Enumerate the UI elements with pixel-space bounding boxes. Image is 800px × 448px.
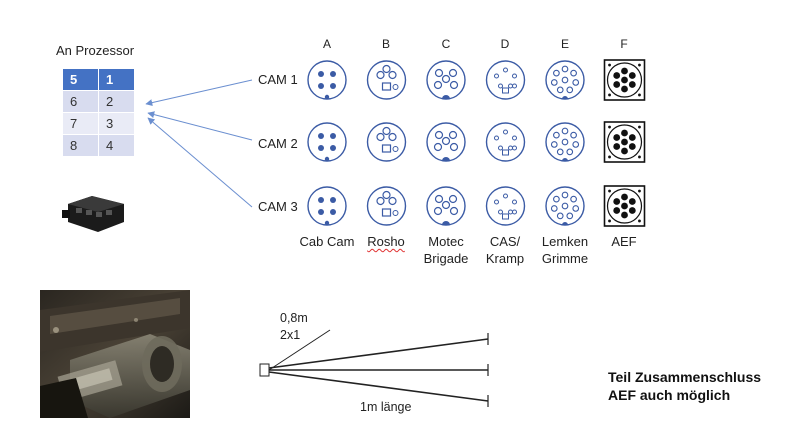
connector-label: Rosho xyxy=(351,233,421,250)
column-header: A xyxy=(322,37,331,51)
rosho-connector-icon xyxy=(366,186,407,226)
connector-label: Lemken Grimme xyxy=(530,233,600,267)
cable-branch-bottom xyxy=(268,371,489,402)
connector-label-line: CAS/ xyxy=(489,234,521,249)
pin-row: 8 4 xyxy=(63,135,134,156)
connector-label-line: Cab Cam xyxy=(299,234,355,249)
cam3-arrow xyxy=(147,117,253,208)
note-line: Teil Zusammenschluss xyxy=(608,369,762,385)
connector-label-line: Motec xyxy=(428,234,464,249)
cable-count: 2x1 xyxy=(280,328,301,342)
connector-label: Cab Cam xyxy=(292,233,362,250)
pin-cell: 5 xyxy=(63,69,98,90)
connector-label: CAS/ Kramp xyxy=(470,233,540,267)
cable-plug-icon xyxy=(259,363,270,377)
pin-cell: 6 xyxy=(63,91,98,112)
cam-label: CAM 2 xyxy=(258,136,298,151)
cas-connector-icon xyxy=(485,186,526,226)
pin-cell: 7 xyxy=(63,113,98,134)
column-header: D xyxy=(500,37,510,51)
lemken-connector-icon xyxy=(545,122,585,162)
aef-connector-icon xyxy=(603,59,646,101)
connector-label-line: Lemken xyxy=(541,234,589,249)
processor-pin-table: 5 1 6 2 7 3 8 4 xyxy=(62,68,135,157)
pin-cell: 8 xyxy=(63,135,98,156)
cam2-arrow xyxy=(147,111,253,141)
column-header: F xyxy=(620,37,628,51)
pin-cell: 3 xyxy=(99,113,134,134)
cam-label: CAM 3 xyxy=(258,199,298,214)
processor-plug-icon xyxy=(62,196,124,232)
cas-connector-icon xyxy=(485,60,526,100)
connector-grid xyxy=(307,59,646,227)
connector-label: AEF xyxy=(589,233,659,250)
pin-cell: 2 xyxy=(99,91,134,112)
pin-row: 6 2 xyxy=(63,91,134,112)
cas-connector-icon xyxy=(485,122,526,162)
note-text: Teil Zusammenschluss AEF auch möglich xyxy=(608,368,761,404)
cab-cam-connector-icon xyxy=(307,122,347,162)
motec-connector-icon xyxy=(426,122,466,162)
lemken-connector-icon xyxy=(545,186,585,226)
connector-label-line: Rosho xyxy=(367,234,405,249)
connector-photo xyxy=(40,290,190,418)
connector-label-line: AEF xyxy=(611,234,637,249)
cab-cam-connector-icon xyxy=(307,186,347,226)
pin-row: 7 3 xyxy=(63,113,134,134)
connector-label-line: Kramp xyxy=(485,251,525,266)
note-line: AEF auch möglich xyxy=(608,387,731,403)
cam1-arrow xyxy=(145,79,253,107)
cable-length-long: 1m länge xyxy=(360,400,412,414)
aef-connector-icon xyxy=(603,185,646,227)
connector-label-line: Brigade xyxy=(423,251,469,266)
column-header: C xyxy=(441,37,451,51)
pin-cell: 1 xyxy=(99,69,134,90)
pin-cell: 4 xyxy=(99,135,134,156)
column-header: B xyxy=(381,37,390,51)
lemken-connector-icon xyxy=(545,60,585,100)
cab-cam-connector-icon xyxy=(307,60,347,100)
connector-label-line: Grimme xyxy=(541,251,589,266)
connector-label: Motec Brigade xyxy=(411,233,481,267)
cam-label: CAM 1 xyxy=(258,72,298,87)
column-header: E xyxy=(560,37,569,51)
aef-connector-icon xyxy=(603,121,646,163)
cable-branch-top xyxy=(268,338,489,369)
motec-connector-icon xyxy=(426,186,466,226)
pin-row: 5 1 xyxy=(63,69,134,90)
motec-connector-icon xyxy=(426,60,466,100)
rosho-connector-icon xyxy=(366,60,407,100)
processor-title: An Prozessor xyxy=(56,43,135,58)
cable-length-short: 0,8m xyxy=(280,311,308,325)
rosho-connector-icon xyxy=(366,122,407,162)
cable-short-branch xyxy=(268,329,331,371)
